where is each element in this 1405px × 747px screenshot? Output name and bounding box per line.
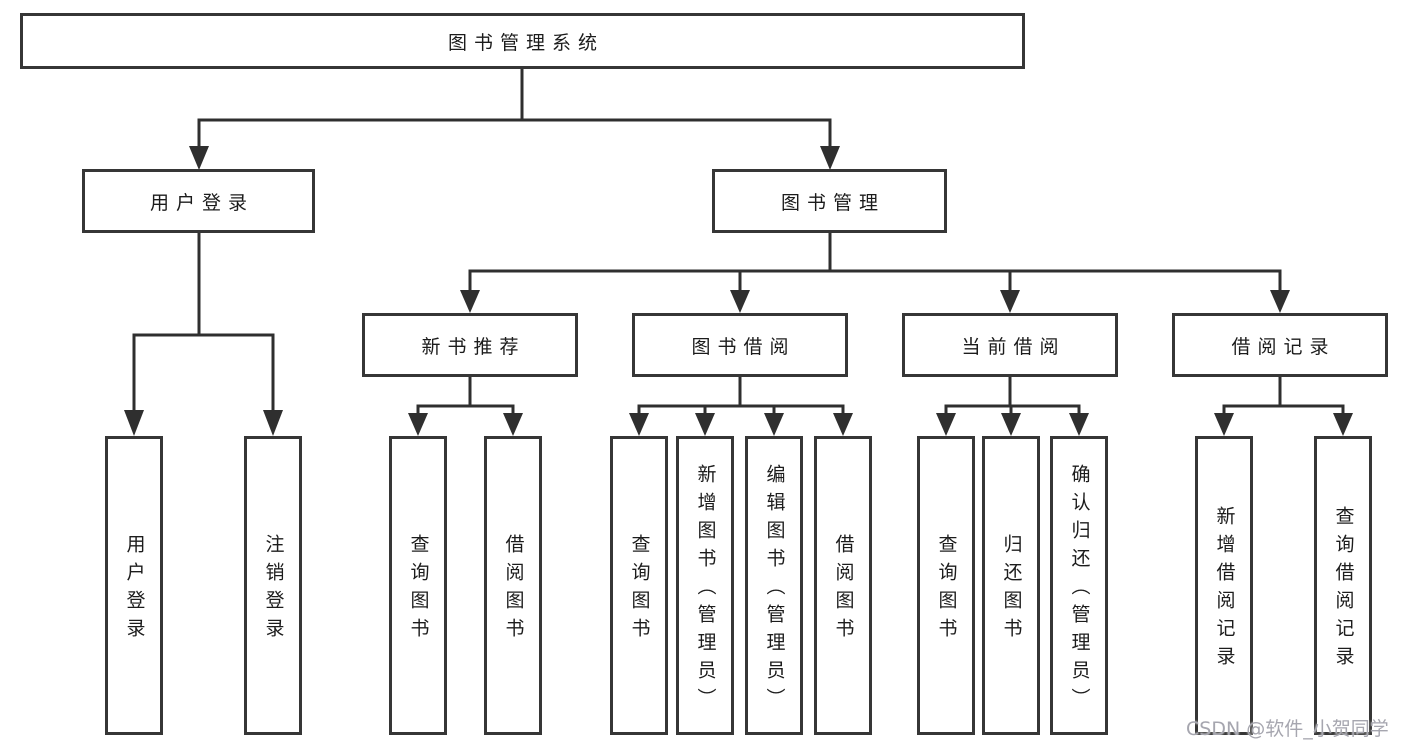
node-label: 新书推荐: [421, 335, 526, 358]
leaf-borrowing-query-book: 查询图书: [610, 436, 668, 735]
node-borrowing-records: 借阅记录: [1172, 313, 1388, 377]
node-label: 编辑图书（管理员）: [763, 464, 786, 716]
node-label: 注销登录: [262, 534, 285, 646]
node-label: 查询图书: [628, 534, 651, 646]
node-label: 用户登录: [123, 534, 146, 646]
leaf-records-query-record: 查询借阅记录: [1314, 436, 1372, 735]
leaf-recommend-borrow-book: 借阅图书: [484, 436, 542, 735]
leaf-recommend-query-book: 查询图书: [389, 436, 447, 735]
leaf-borrowing-edit-book-admin: 编辑图书（管理员）: [745, 436, 803, 735]
node-label: 用户登录: [149, 191, 254, 214]
node-user-login: 用户登录: [82, 169, 315, 233]
node-label: 归还图书: [1000, 534, 1023, 646]
node-label: 查询图书: [407, 534, 430, 646]
node-library-management-system: 图书管理系统: [20, 13, 1025, 69]
node-label: 新增图书（管理员）: [694, 464, 717, 716]
leaf-current-confirm-return-admin: 确认归还（管理员）: [1050, 436, 1108, 735]
node-label: 图书管理系统: [447, 31, 604, 54]
node-label: 查询图书: [935, 534, 958, 646]
leaf-user-login: 用户登录: [105, 436, 163, 735]
node-label: 借阅图书: [832, 534, 855, 646]
node-book-borrowing: 图书借阅: [632, 313, 848, 377]
csdn-watermark: CSDN @软件_小贺同学: [1186, 718, 1389, 740]
node-label: 图书借阅: [691, 335, 796, 358]
node-label: 查询借阅记录: [1332, 506, 1355, 674]
node-label: 借阅图书: [502, 534, 525, 646]
leaf-records-add-record: 新增借阅记录: [1195, 436, 1253, 735]
leaf-current-query-book: 查询图书: [917, 436, 975, 735]
node-label: 确认归还（管理员）: [1068, 464, 1091, 716]
node-book-management: 图书管理: [712, 169, 947, 233]
leaf-borrowing-add-book-admin: 新增图书（管理员）: [676, 436, 734, 735]
node-label: 借阅记录: [1231, 335, 1336, 358]
leaf-borrowing-borrow-book: 借阅图书: [814, 436, 872, 735]
node-current-borrowing: 当前借阅: [902, 313, 1118, 377]
node-label: 新增借阅记录: [1213, 506, 1236, 674]
node-new-book-recommendation: 新书推荐: [362, 313, 578, 377]
leaf-current-return-book: 归还图书: [982, 436, 1040, 735]
node-label: 图书管理: [780, 191, 885, 214]
node-label: 当前借阅: [961, 335, 1066, 358]
leaf-logout: 注销登录: [244, 436, 302, 735]
